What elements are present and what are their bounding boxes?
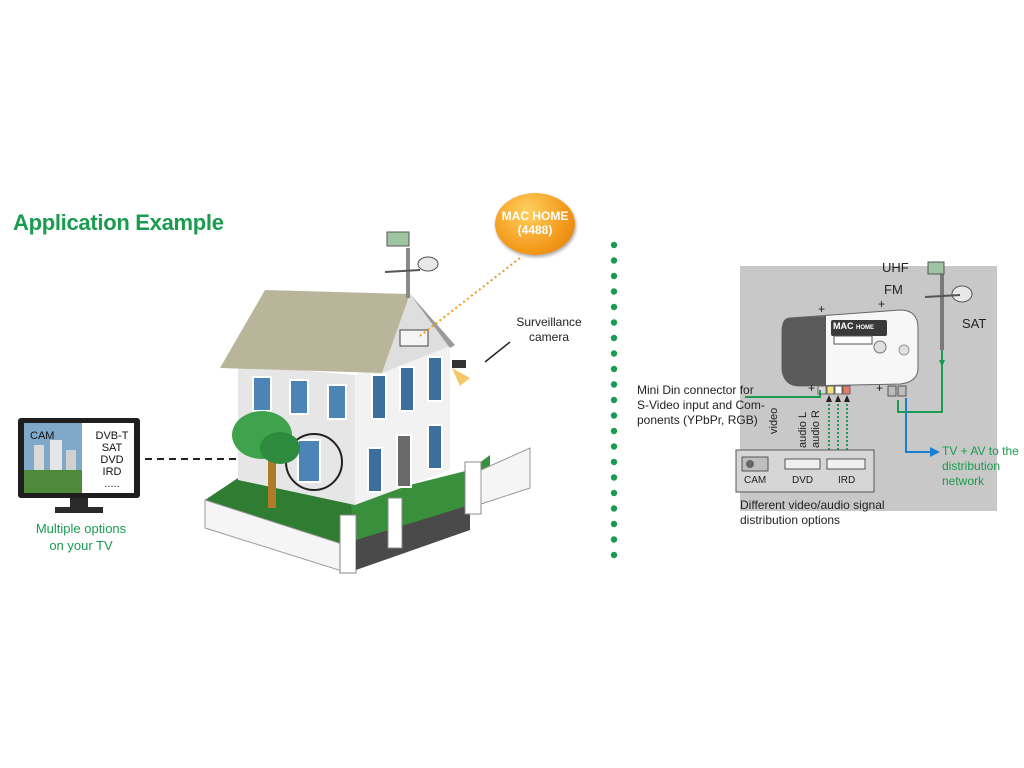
badge-line: (4488): [517, 223, 553, 237]
source-ird: IRD: [838, 475, 856, 486]
output-line: network: [942, 474, 985, 488]
antenna-illustration: [924, 261, 973, 350]
camera-label-line: Surveillance: [516, 315, 582, 329]
divider-dot: [610, 381, 618, 388]
arrow-marker: [835, 395, 841, 402]
tv-caption-line: on your TV: [49, 538, 113, 553]
minidin-line: S-Video input and Com-: [637, 398, 765, 412]
tv-option: DVD: [100, 454, 124, 466]
distribution-line: distribution options: [740, 513, 841, 527]
plus-marker: +: [818, 302, 825, 316]
plus-marker: +: [808, 381, 815, 395]
vlabel-audio-r: audio R: [810, 410, 822, 448]
uhf-label: UHF: [882, 260, 909, 275]
page-title: Application Example: [13, 210, 224, 235]
tv-option: DVB-T: [95, 430, 129, 442]
device-sub: HOME: [856, 325, 875, 331]
device-brand-label: MAC HOME: [833, 321, 874, 331]
divider-dot: [610, 520, 618, 528]
sat-label: SAT: [962, 316, 987, 331]
distribution-line: Different video/audio signal: [740, 498, 885, 512]
divider-dot: [610, 412, 618, 419]
mac-home-badge: MAC HOME (4488): [495, 193, 575, 255]
divider-dot: [610, 350, 618, 357]
vlabel-audio-l: audio L: [797, 411, 809, 448]
divider-dot: [610, 427, 618, 435]
arrow-marker: [939, 360, 945, 367]
plus-marker: +: [876, 381, 883, 395]
output-wire: [905, 398, 930, 453]
divider-dot: [610, 365, 618, 373]
divider-dot: [610, 272, 618, 280]
output-label: TV + AV to the distribution network: [942, 444, 1022, 489]
minidin-line: ponents (YPbPr, RGB): [637, 413, 758, 427]
camera-pointer-line: [484, 341, 511, 363]
minidin-wire: [745, 390, 821, 398]
arrow-marker: [930, 447, 940, 457]
output-line: TV + AV to the: [942, 444, 1019, 458]
divider-dot: [610, 288, 618, 295]
tv-illustration: [18, 418, 140, 513]
divider-dot: [610, 396, 618, 404]
tv-caption: Multiple options on your TV: [18, 520, 144, 554]
house-illustration: [204, 231, 531, 574]
divider-dot: [610, 474, 618, 481]
tv-caption-line: Multiple options: [35, 521, 127, 536]
divider-dotted-line: [610, 241, 618, 559]
camera-label-line: camera: [528, 330, 569, 344]
minidin-line: Mini Din connector for: [637, 383, 754, 397]
divider-dot: [610, 505, 618, 512]
arrow-marker: [844, 395, 850, 402]
camera-label: Surveillance camera: [514, 315, 584, 345]
divider-dot: [610, 241, 618, 249]
fm-label: FM: [884, 282, 903, 297]
divider-dot: [610, 458, 618, 466]
tv-option: SAT: [101, 442, 123, 454]
divider-dot: [610, 489, 618, 497]
mac-home-device: [781, 309, 919, 397]
tv-option: IRD: [102, 466, 122, 478]
divider-dot: [610, 303, 618, 311]
minidin-label: Mini Din connector for S-Video input and…: [637, 383, 777, 428]
source-cam: CAM: [744, 475, 767, 486]
tv-cam-label: CAM: [30, 430, 55, 442]
distribution-options-label: Different video/audio signal distributio…: [740, 498, 900, 528]
sources-box: [735, 449, 875, 493]
divider-dot: [610, 319, 618, 326]
divider-dot: [610, 257, 618, 264]
device-brand: MAC: [833, 321, 854, 331]
output-line: distribution: [942, 459, 1001, 473]
badge-line: MAC HOME: [501, 209, 569, 223]
divider-dot: [610, 334, 618, 342]
tv-options-list: DVB-T SAT DVD IRD .....: [90, 430, 134, 490]
antenna-wire: [897, 350, 943, 413]
vlabel-video: video: [768, 407, 780, 434]
tv-option: .....: [104, 478, 120, 490]
plus-marker: +: [878, 297, 885, 311]
badge-link-line: [419, 257, 521, 337]
divider-dot: [610, 551, 618, 559]
source-dvd: DVD: [792, 475, 814, 486]
arrow-marker: [826, 395, 832, 402]
divider-dot: [610, 536, 618, 543]
divider-dot: [610, 443, 618, 450]
